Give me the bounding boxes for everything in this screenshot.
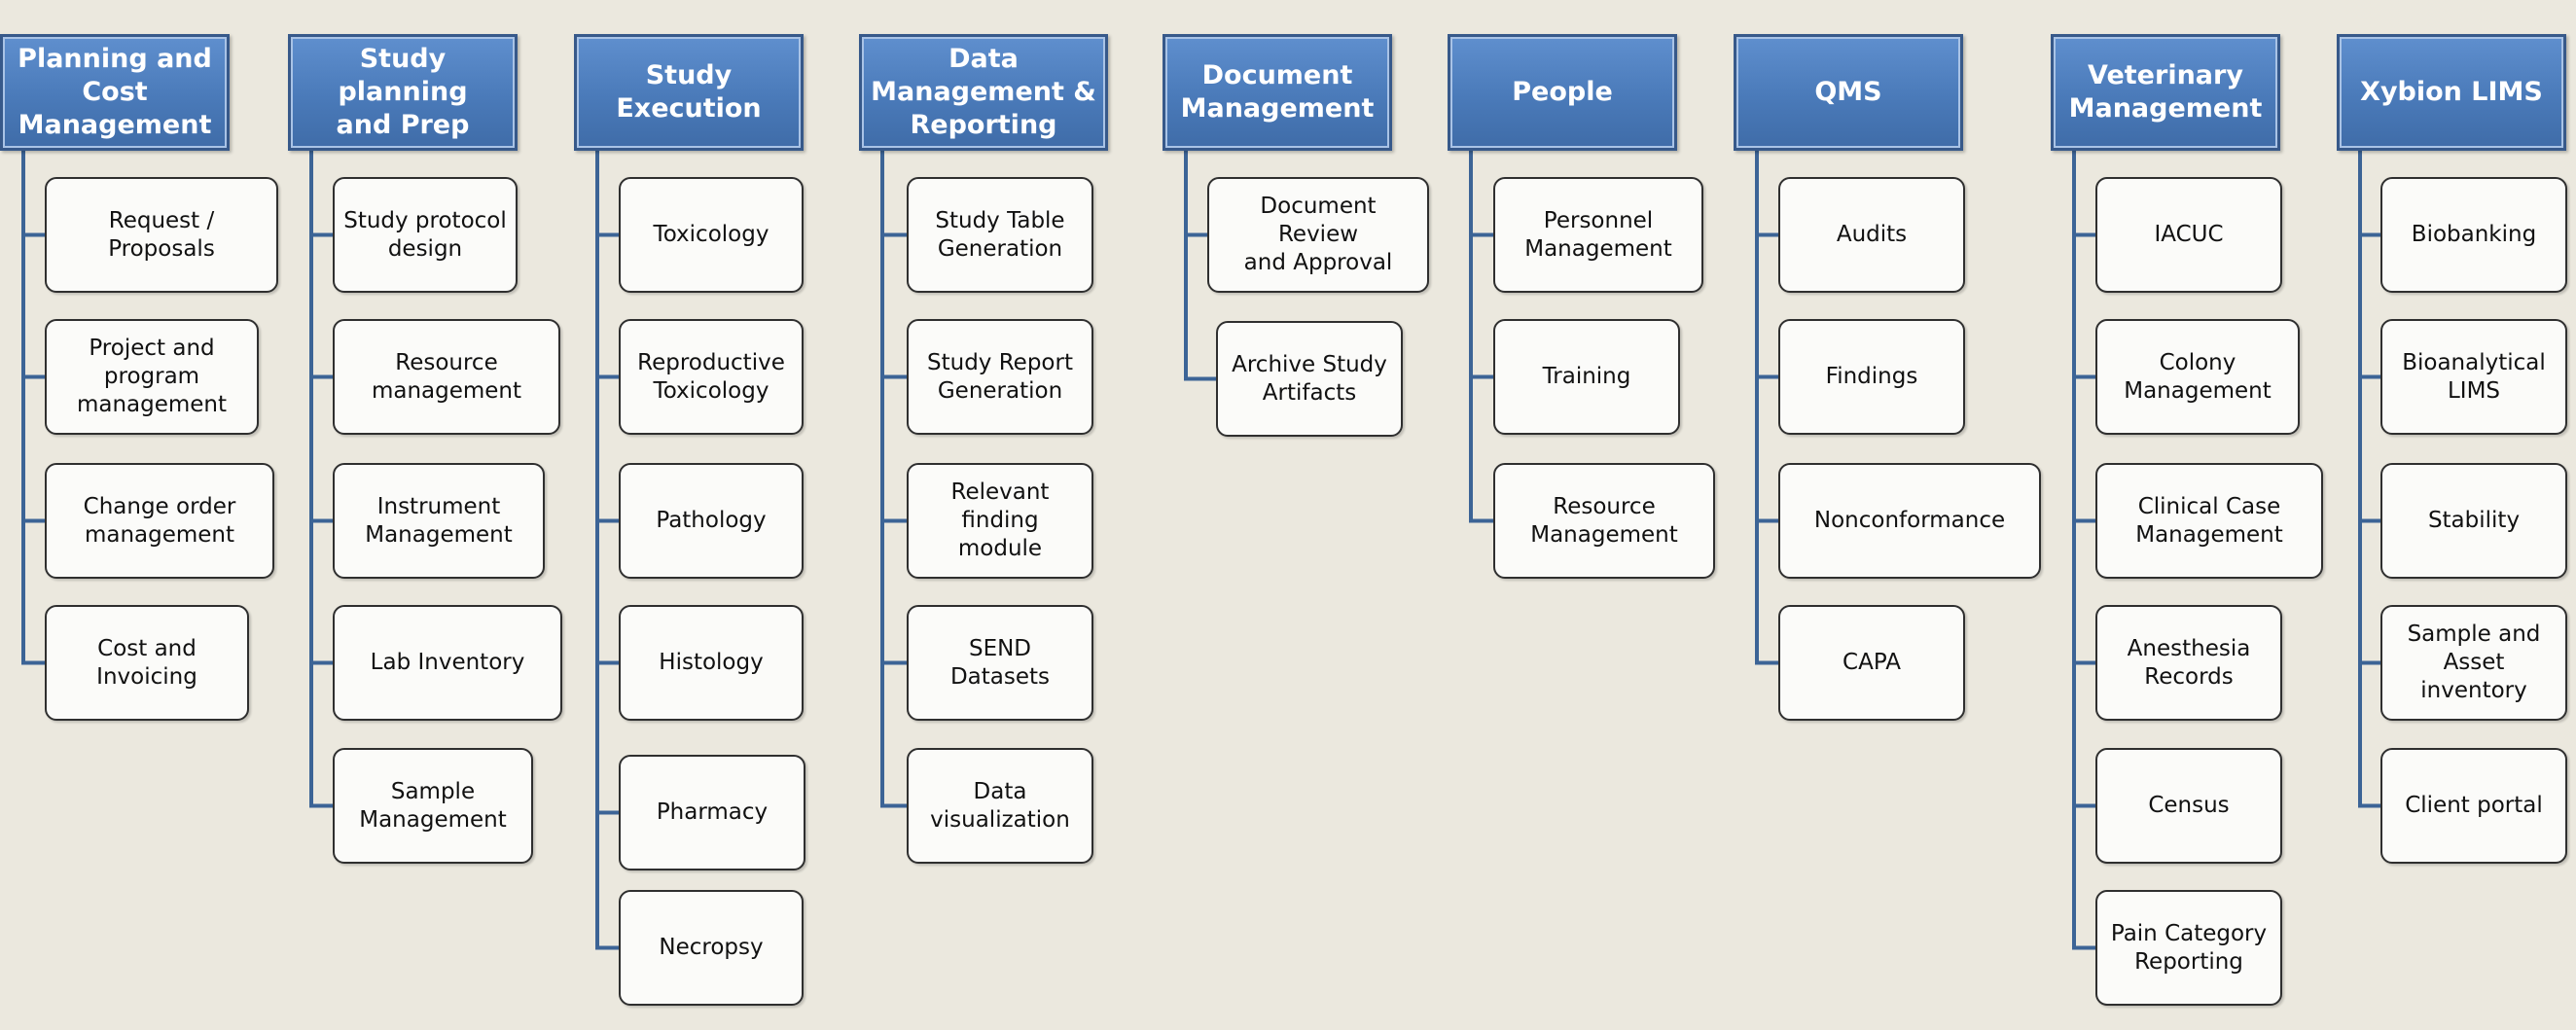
item-findings: Findings — [1778, 319, 1965, 435]
item-resource-management: Resource management — [333, 319, 560, 435]
item-necropsy: Necropsy — [619, 890, 804, 1006]
item-request-proposals: Request / Proposals — [45, 177, 278, 293]
item-lab-inventory: Lab Inventory — [333, 605, 562, 721]
header-xybion-lims: Xybion LIMS — [2337, 34, 2566, 151]
item-pain-category-reporting: Pain Category Reporting — [2095, 890, 2282, 1006]
item-histology: Histology — [619, 605, 804, 721]
header-veterinary-management: Veterinary Management — [2051, 34, 2280, 151]
item-stability: Stability — [2380, 463, 2567, 579]
item-study-report-generation: Study Report Generation — [907, 319, 1093, 435]
header-planning-and-cost-management: Planning and Cost Management — [0, 34, 230, 151]
item-sample-and-asset-inventory: Sample and Asset inventory — [2380, 605, 2567, 721]
item-bioanalytical-lims: Bioanalytical LIMS — [2380, 319, 2567, 435]
header-people: People — [1448, 34, 1677, 151]
item-send-datasets: SEND Datasets — [907, 605, 1093, 721]
header-study-planning-and-prep: Study planning and Prep — [288, 34, 518, 151]
item-relevant-finding-module: Relevant finding module — [907, 463, 1093, 579]
item-colony-management: Colony Management — [2095, 319, 2300, 435]
header-qms: QMS — [1734, 34, 1963, 151]
item-cost-and-invoicing: Cost and Invoicing — [45, 605, 249, 721]
item-personnel-management: Personnel Management — [1493, 177, 1703, 293]
item-data-visualization: Data visualization — [907, 748, 1093, 864]
item-archive-study-artifacts: Archive Study Artifacts — [1216, 321, 1403, 437]
item-instrument-management: Instrument Management — [333, 463, 545, 579]
item-sample-management: Sample Management — [333, 748, 533, 864]
item-document-review-and-approval: Document Review and Approval — [1207, 177, 1429, 293]
item-iacuc: IACUC — [2095, 177, 2282, 293]
item-anesthesia-records: Anesthesia Records — [2095, 605, 2282, 721]
item-toxicology: Toxicology — [619, 177, 804, 293]
item-clinical-case-management: Clinical Case Management — [2095, 463, 2323, 579]
item-study-protocol-design: Study protocol design — [333, 177, 518, 293]
item-people-resource-management: Resource Management — [1493, 463, 1715, 579]
header-study-execution: Study Execution — [574, 34, 804, 151]
header-document-management: Document Management — [1163, 34, 1392, 151]
item-client-portal: Client portal — [2380, 748, 2567, 864]
item-study-table-generation: Study Table Generation — [907, 177, 1093, 293]
header-data-management-and-reporting: Data Management & Reporting — [859, 34, 1108, 151]
item-training: Training — [1493, 319, 1680, 435]
item-pathology: Pathology — [619, 463, 804, 579]
item-reproductive-toxicology: Reproductive Toxicology — [619, 319, 804, 435]
item-project-and-program-management: Project and program management — [45, 319, 259, 435]
item-census: Census — [2095, 748, 2282, 864]
item-nonconformance: Nonconformance — [1778, 463, 2041, 579]
item-capa: CAPA — [1778, 605, 1965, 721]
item-audits: Audits — [1778, 177, 1965, 293]
item-pharmacy: Pharmacy — [619, 755, 805, 870]
item-change-order-management: Change order management — [45, 463, 274, 579]
item-biobanking: Biobanking — [2380, 177, 2567, 293]
